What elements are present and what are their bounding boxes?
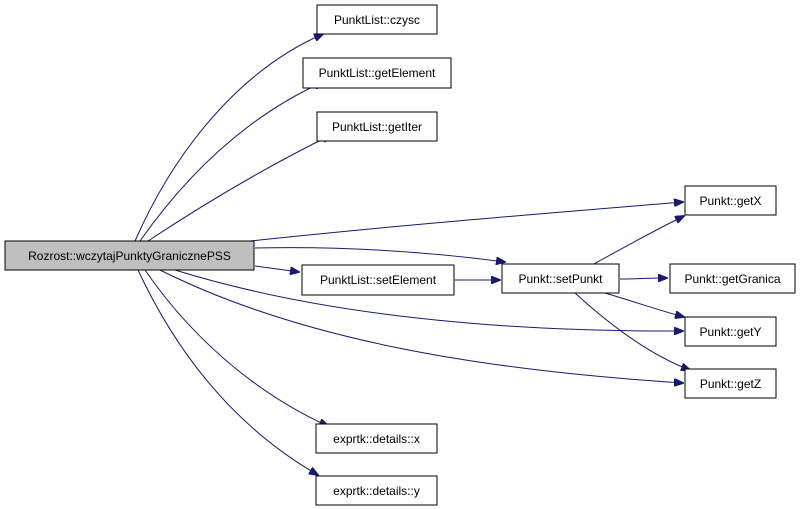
edge-setPunkt-getY [604,292,684,317]
node-getIter-box [316,111,438,142]
node-details-y-label: exprtk::details::y [333,484,420,498]
node-czysc-box [316,4,438,35]
node-root[interactable]: Rozrost::wczytajPunktyGranicznePSS [4,240,255,271]
node-setElement[interactable]: PunktList::setElement [301,264,455,296]
node-getGranica-label: Punkt::getGranica [684,272,780,286]
node-root-box [4,240,255,271]
node-getZ[interactable]: Punkt::getZ [684,368,777,399]
edge-root-getIter [147,135,331,242]
edge-root-setElement [254,265,299,272]
node-getIter-label: PunktList::getIter [332,120,422,134]
node-getX[interactable]: Punkt::getX [684,185,777,216]
node-details-x-label: exprtk::details::x [333,432,420,446]
node-setPunkt-label: Punkt::setPunkt [518,272,603,286]
edge-setPunkt-getGranica [619,278,667,279]
edge-setPunkt-getZ [574,292,690,370]
node-setElement-box [301,264,455,296]
edges [134,34,690,475]
node-getZ-box [684,368,777,399]
edge-root-details-y [137,269,318,475]
node-getY-label: Punkt::getY [699,325,761,339]
node-root-label: Rozrost::wczytajPunktyGranicznePSS [28,249,231,263]
node-details-y-box [315,475,438,506]
node-details-y[interactable]: exprtk::details::y [315,475,438,506]
node-getGranica[interactable]: Punkt::getGranica [669,263,796,294]
edge-root-details-x [144,269,328,426]
edge-root-getZ [159,269,683,383]
edge-root-getX [249,202,683,242]
node-getGranica-box [669,263,796,294]
node-getX-box [684,185,777,216]
node-getZ-label: Punkt::getZ [700,377,761,391]
node-czysc-label: PunktList::czysc [334,13,420,27]
edge-setPunkt-getX [591,216,684,266]
edge-root-getY [174,269,683,331]
node-czysc[interactable]: PunktList::czysc [316,4,438,35]
node-setPunkt[interactable]: Punkt::setPunkt [501,263,620,294]
node-getElement-label: PunktList::getElement [319,66,436,80]
node-getIter[interactable]: PunktList::getIter [316,111,438,142]
edge-root-getElement [139,82,323,242]
edge-root-czysc [134,34,323,242]
node-getY-box [684,316,777,347]
node-getX-label: Punkt::getX [699,194,761,208]
node-setElement-label: PunktList::setElement [320,273,437,287]
node-getElement[interactable]: PunktList::getElement [302,57,452,89]
node-details-x-box [315,423,438,454]
node-details-x[interactable]: exprtk::details::x [315,423,438,454]
node-setPunkt-box [501,263,620,294]
node-getElement-box [302,57,452,89]
edge-root-setPunkt [254,247,505,262]
node-getY[interactable]: Punkt::getY [684,316,777,347]
